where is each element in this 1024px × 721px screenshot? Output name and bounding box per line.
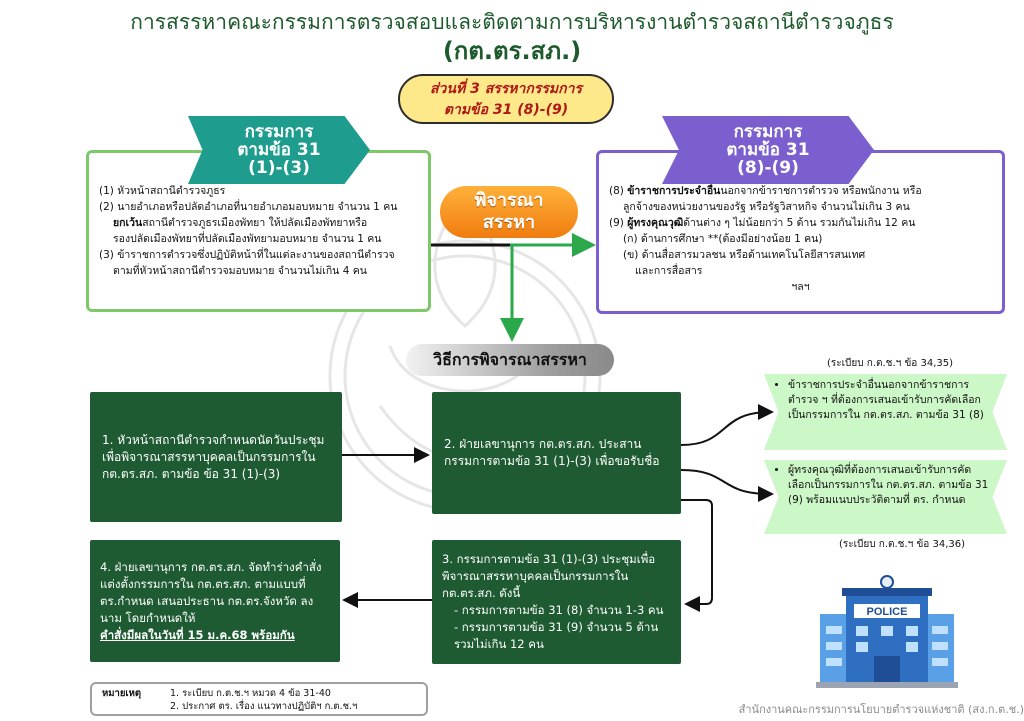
arrow-step2-to-note-b bbox=[680, 469, 774, 502]
remarks-label: หมายเหตุ bbox=[102, 688, 142, 699]
right-item-8: (8) ข้าราชการประจำอื่นนอกจากข้าราชการตำร… bbox=[609, 183, 992, 199]
left-chevron-line2: ตามข้อ 31 bbox=[237, 140, 321, 160]
left-item-3-line2: ตามที่หัวหน้าสถานีตำรวจมอบหมาย จำนวนไม่เ… bbox=[113, 265, 367, 277]
left-item-2-line3: รองปลัดเมืองพัทยาที่ปลัดเมืองพัทยามอบหมา… bbox=[113, 233, 382, 245]
item8-prefix: (8) bbox=[609, 185, 628, 197]
step-2-box: 2. ฝ่ายเลขานุการ กต.ตร.สภ. ประสานกรรมการ… bbox=[432, 392, 681, 514]
step-4-intro: 4. ฝ่ายเลขานุการ กต.ตร.สภ. จัดทำร่างคำสั… bbox=[100, 559, 322, 625]
police-station-icon: POLICE bbox=[816, 575, 958, 688]
consider-line1: พิจารณา bbox=[474, 190, 544, 211]
arrow-step2-to-step3 bbox=[681, 499, 713, 612]
right-etc: ฯลฯ bbox=[791, 281, 810, 293]
section-badge-line1: ส่วนที่ 3 สรรหากรรมการ bbox=[430, 81, 582, 97]
left-item-2: (2) นายอำเภอหรือปลัดอำเภอที่นายอำเภอมอบห… bbox=[99, 201, 398, 213]
left-item-1: (1) หัวหน้าสถานีตำรวจภูธร bbox=[99, 185, 226, 197]
right-sub-b: (ข) ด้านสื่อสารมวลชน หรือด้านเทคโนโลยีสา… bbox=[623, 249, 866, 261]
right-sub-b-line2: และการสื่อสาร bbox=[635, 265, 703, 277]
step-1-box: 1. หัวหน้าสถานีตำรวจกำหนดนัดวันประชุมเพื… bbox=[90, 392, 342, 522]
step-4-bold: คำสั่งมีผลในวันที่ 15 ม.ค.68 พร้อมกัน bbox=[100, 627, 295, 642]
step-2-text: 2. ฝ่ายเลขานุการ กต.ตร.สภ. ประสานกรรมการ… bbox=[444, 437, 660, 468]
section-badge: ส่วนที่ 3 สรรหากรรมการ ตามข้อ 31 (8)-(9) bbox=[398, 74, 614, 124]
right-chevron-line1: กรรมการ bbox=[733, 122, 803, 142]
note-b-text: ผู้ทรงคุณวุฒิที่ต้องการเสนอเข้ารับการคัด… bbox=[788, 463, 993, 508]
police-sign-text: POLICE bbox=[867, 606, 908, 618]
regulation-ref-a: (ระเบียบ ก.ต.ช.ฯ ข้อ 34,35) bbox=[826, 358, 953, 369]
remarks-box: หมายเหตุ 1. ระเบียบ ก.ต.ช.ฯ หมวด 4 ข้อ 3… bbox=[90, 682, 428, 716]
note-experts: ผู้ทรงคุณวุฒิที่ต้องการเสนอเข้ารับการคัด… bbox=[764, 460, 1007, 534]
consider-line2: สรรหา bbox=[482, 212, 536, 233]
footer-agency: สำนักงานคณะกรรมการนโยบายตำรวจแห่งชาติ (ส… bbox=[738, 703, 1024, 716]
step-4-effective: คำสั่งมีผลในวันที่ 15 ม.ค.68 พร้อมกัน bbox=[100, 627, 330, 644]
right-chevron-line3: (8)-(9) bbox=[737, 158, 799, 178]
step-4-box: 4. ฝ่ายเลขานุการ กต.ตร.สภ. จัดทำร่างคำสั… bbox=[90, 540, 340, 662]
left-item-3: (3) ข้าราชการตำรวจซึ่งปฏิบัติหน้าที่ในแต… bbox=[99, 249, 395, 261]
page-title: การสรรหาคณะกรรมการตรวจสอบและติดตามการบริ… bbox=[130, 10, 894, 34]
section-badge-line2: ตามข้อ 31 (8)-(9) bbox=[443, 102, 569, 118]
right-chevron-line2: ตามข้อ 31 bbox=[726, 140, 810, 160]
except-label: ยกเว้น bbox=[113, 217, 143, 229]
item9-bold: ผู้ทรงคุณวุฒิ bbox=[627, 217, 684, 229]
item9-prefix: (9) bbox=[609, 217, 628, 229]
right-item-8-line2: ลูกจ้างของหน่วยงานของรัฐ หรือรัฐวิสาหกิจ… bbox=[623, 201, 910, 213]
step-1-text: 1. หัวหน้าสถานีตำรวจกำหนดนัดวันประชุมเพื… bbox=[102, 432, 325, 481]
right-sub-a: (ก) ด้านการศึกษา **(ต้องมีอย่างน้อย 1 คน… bbox=[623, 233, 823, 245]
remarks-line-1: 1. ระเบียบ ก.ต.ช.ฯ หมวด 4 ข้อ 31-40 bbox=[170, 688, 331, 699]
consider-recruit-badge: พิจารณา สรรหา bbox=[440, 186, 578, 238]
left-chevron-line3: (1)-(3) bbox=[248, 158, 310, 178]
item8-rest: นอกจากข้าราชการตำรวจ หรือพนักงาน หรือ bbox=[720, 185, 922, 197]
regulation-ref-b: (ระเบียบ ก.ต.ช.ฯ ข้อ 34,36) bbox=[838, 539, 965, 550]
note-a-text: ข้าราชการประจำอื่นนอกจากข้าราชการตำรวจ ฯ… bbox=[788, 378, 993, 423]
item9-rest: ด้านต่าง ๆ ไม่น้อยกว่า 5 ด้าน รวมกันไม่เ… bbox=[683, 217, 916, 229]
arrow-step2-to-note-a bbox=[680, 404, 774, 446]
step-3-box: 3. กรรมการตามข้อ 31 (1)-(3) ประชุมเพื่อพ… bbox=[432, 540, 681, 664]
method-banner: วิธีการพิจารณาสรรหา bbox=[406, 344, 614, 376]
step-3-intro: 3. กรรมการตามข้อ 31 (1)-(3) ประชุมเพื่อพ… bbox=[442, 552, 656, 600]
item8-bold: ข้าราชการประจำอื่น bbox=[627, 185, 721, 197]
note-other-officials: ข้าราชการประจำอื่นนอกจากข้าราชการตำรวจ ฯ… bbox=[764, 374, 1007, 450]
remarks-lines: 1. ระเบียบ ก.ต.ช.ฯ หมวด 4 ข้อ 31-40 2. ป… bbox=[170, 687, 357, 713]
left-chevron-label: กรรมการ ตามข้อ 31 (1)-(3) bbox=[188, 116, 370, 184]
step-3-item-a: - กรรมการตามข้อ 31 (8) จำนวน 1-3 คน bbox=[454, 603, 664, 617]
page-subtitle: (กต.ตร.สภ.) bbox=[442, 37, 582, 65]
remarks-line-2: 2. ประกาศ ตร. เรื่อง แนวทางปฏิบัติฯ ก.ต.… bbox=[170, 701, 358, 712]
except-text: สถานีตำรวจภูธรเมืองพัทยา ให้ปลัดเมืองพัท… bbox=[142, 217, 368, 229]
right-chevron-label: กรรมการ ตามข้อ 31 (8)-(9) bbox=[662, 116, 874, 184]
right-item-9: (9) ผู้ทรงคุณวุฒิด้านต่าง ๆ ไม่น้อยกว่า … bbox=[609, 215, 992, 231]
step-3-item-b: - กรรมการตามข้อ 31 (9) จำนวน 5 ด้าน รวมไ… bbox=[454, 620, 659, 651]
left-chevron-line1: กรรมการ bbox=[244, 122, 314, 142]
left-item-2-except: ยกเว้นสถานีตำรวจภูธรเมืองพัทยา ให้ปลัดเม… bbox=[99, 215, 418, 231]
